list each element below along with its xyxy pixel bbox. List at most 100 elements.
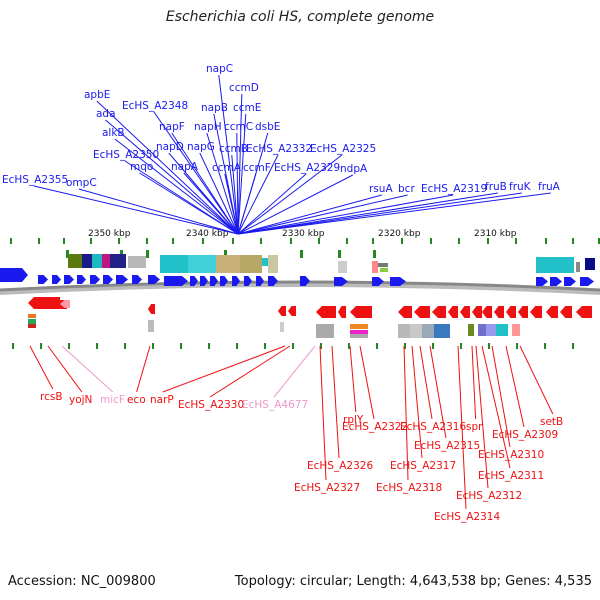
scale-tick-mark — [40, 343, 42, 349]
feature-block — [148, 320, 154, 332]
feature-block — [102, 254, 110, 268]
feature-block — [512, 324, 520, 336]
gene-label-top: bcr — [398, 183, 415, 195]
label-leader-line — [114, 138, 239, 235]
reverse-gene-arrow — [518, 306, 528, 318]
feature-block — [496, 324, 508, 336]
gene-label-bottom: EcHS_A2310 — [478, 449, 544, 461]
label-leader-line — [171, 132, 239, 235]
feature-block — [262, 258, 268, 266]
label-leader-line — [236, 132, 239, 235]
forward-gene-arrow — [0, 268, 28, 282]
reverse-gene-arrow — [28, 297, 60, 309]
label-leader-line — [505, 345, 525, 428]
scale-tick-mark — [146, 250, 149, 258]
gene-label-bottom: EcHS_A2311 — [478, 470, 544, 482]
forward-gene-arrow — [38, 275, 48, 284]
feature-block — [92, 254, 102, 268]
gene-label-top: alkB — [102, 127, 125, 139]
feature-block — [268, 255, 278, 273]
feature-block — [422, 324, 434, 338]
forward-gene-arrow — [220, 276, 228, 286]
forward-gene-arrow — [536, 277, 548, 286]
label-leader-line — [209, 345, 291, 398]
scale-tick-mark — [124, 343, 126, 349]
feature-block — [478, 324, 486, 336]
feature-block — [434, 324, 450, 338]
scale-tick-mark — [488, 343, 490, 349]
forward-gene-arrow — [90, 275, 100, 284]
scale-tick-label: 2310 kbp — [474, 229, 517, 239]
scale-tick-mark — [172, 238, 174, 244]
gene-label-bottom: EcHS_A2309 — [492, 429, 558, 441]
scale-tick-mark — [372, 238, 374, 244]
scale-tick-mark — [90, 238, 92, 244]
forward-gene-arrow — [103, 275, 113, 284]
gene-label-top: ccmD — [229, 82, 259, 94]
label-leader-line — [153, 111, 239, 235]
forward-gene-arrow — [244, 276, 252, 286]
gene-label-top: fruK — [509, 181, 532, 193]
gene-label-top: EcHS_A2348 — [122, 100, 188, 112]
forward-gene-arrow — [210, 276, 218, 286]
scale-tick-mark — [66, 250, 69, 258]
label-leader-line — [237, 132, 269, 235]
label-leader-line — [419, 345, 433, 420]
label-leader-line — [519, 345, 554, 415]
label-leader-line — [237, 154, 343, 235]
scale-tick-mark — [12, 343, 14, 349]
gene-label-top: napF — [159, 121, 185, 133]
forward-gene-arrow — [390, 277, 406, 286]
feature-block — [128, 256, 146, 268]
forward-gene-arrow — [564, 277, 576, 286]
reverse-gene-arrow — [60, 300, 70, 308]
label-leader-line — [481, 345, 511, 469]
feature-block — [372, 261, 378, 273]
scale-tick-mark — [376, 343, 378, 349]
feature-block — [28, 319, 36, 324]
reverse-gene-arrow — [278, 306, 286, 316]
label-leader-line — [475, 345, 489, 489]
gene-label-bottom: micF — [100, 394, 125, 406]
label-leader-line — [411, 345, 423, 459]
accession-text: Accession: NC_009800 — [8, 574, 156, 589]
reverse-gene-arrow — [448, 306, 458, 318]
gene-label-bottom: narP — [150, 394, 174, 406]
feature-block — [28, 314, 36, 318]
scale-tick-label: 2320 kbp — [378, 229, 421, 239]
scale-tick-label: 2350 kbp — [88, 229, 131, 239]
gene-label-bottom: yojN — [69, 394, 92, 406]
gene-label-bottom: eco — [127, 394, 146, 406]
scale-tick-mark — [430, 238, 432, 244]
scale-tick-mark — [572, 343, 574, 349]
reverse-gene-arrow — [494, 306, 504, 318]
scale-tick-mark — [373, 250, 376, 258]
gene-label-top: napG — [187, 141, 215, 153]
forward-gene-arrow — [580, 277, 594, 286]
label-leader-line — [105, 119, 239, 235]
scale-tick-mark — [487, 238, 489, 244]
gene-label-top: napH — [194, 121, 222, 133]
scale-tick-mark — [401, 238, 403, 244]
reverse-gene-arrow — [398, 306, 412, 318]
label-leader-line — [471, 345, 477, 420]
scale-tick-mark — [346, 238, 348, 244]
gene-label-top: dsbE — [255, 121, 280, 133]
gene-label-bottom: EcHS_A2318 — [376, 482, 442, 494]
gene-label-bottom: spr — [466, 421, 483, 433]
feature-block — [188, 255, 216, 273]
gene-label-top: ccmF — [243, 162, 271, 174]
label-leader-line — [319, 345, 327, 481]
gene-label-top: apbE — [84, 89, 110, 101]
scale-tick-mark — [96, 343, 98, 349]
label-leader-line — [96, 100, 239, 235]
label-leader-line — [139, 172, 239, 235]
scale-tick-mark — [544, 343, 546, 349]
reverse-gene-arrow — [482, 306, 492, 318]
scale-tick-mark — [545, 238, 547, 244]
feature-block — [486, 324, 496, 336]
feature-block — [398, 324, 410, 338]
gene-label-top: napD — [156, 141, 184, 153]
forward-gene-block — [585, 258, 595, 270]
label-leader-line — [237, 194, 408, 235]
